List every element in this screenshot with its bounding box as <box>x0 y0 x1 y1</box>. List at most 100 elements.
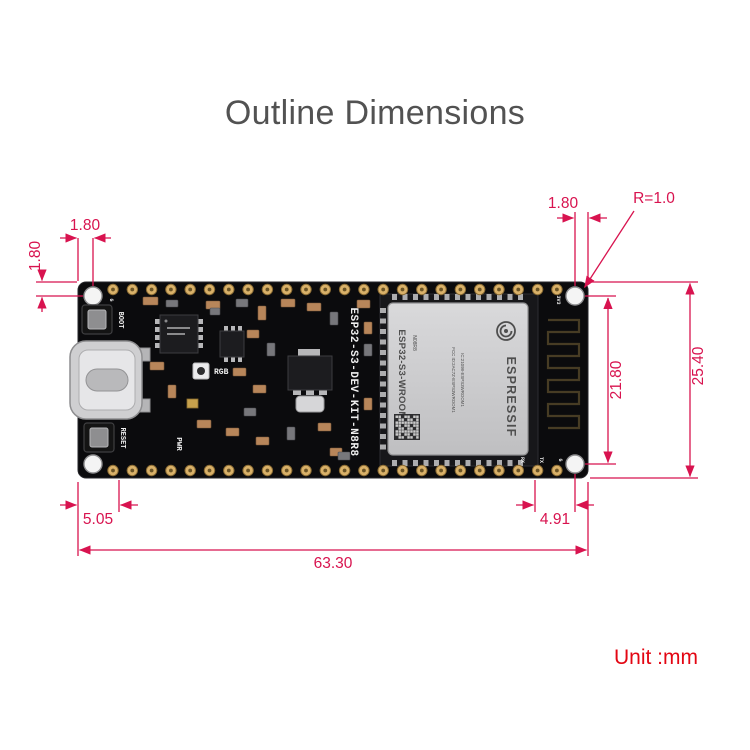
smd-component <box>243 407 257 417</box>
castellation-pad <box>507 460 513 466</box>
chip-pin <box>319 390 327 395</box>
pin-hole <box>362 468 366 473</box>
module-brand-label: ESPRESSIF <box>504 357 518 438</box>
castellation-pad <box>497 294 502 300</box>
pin-hole <box>188 287 193 292</box>
castellation-pad <box>413 460 418 466</box>
datamatrix-cell <box>398 424 401 427</box>
datamatrix-cell <box>407 424 410 427</box>
chip-pin <box>238 357 242 362</box>
pin-hole <box>458 468 463 473</box>
smd-component <box>149 361 165 371</box>
dim-hole-pitch: 21.80 <box>608 360 625 399</box>
chip-marking <box>167 327 190 329</box>
datamatrix-cell <box>401 427 404 430</box>
dim-board-width: 63.30 <box>314 555 353 572</box>
chip-pin <box>198 319 203 324</box>
logo-swirl <box>499 324 513 338</box>
module-castellations <box>380 294 523 466</box>
smd-component <box>317 422 332 432</box>
datamatrix-cell <box>404 421 407 424</box>
regulator-tab <box>298 349 320 356</box>
pin-hole <box>149 468 154 473</box>
pin-hole <box>111 468 115 473</box>
chip-pin <box>224 357 228 362</box>
pin-hole <box>362 287 366 292</box>
pin-hole <box>265 287 270 292</box>
smd-component <box>246 329 260 339</box>
dim-board-height: 25.40 <box>690 346 707 385</box>
smd-component <box>167 384 177 399</box>
castellation-pad <box>380 318 386 324</box>
datamatrix-cell <box>398 415 401 418</box>
castellation-pad <box>465 294 471 300</box>
smd-component <box>235 298 249 308</box>
pin-hole <box>207 287 212 292</box>
datamatrix-cell <box>416 427 419 430</box>
pin-hole <box>226 287 231 292</box>
chip-pin <box>238 326 242 331</box>
datamatrix-cell <box>413 421 416 424</box>
datamatrix-cell <box>404 415 407 418</box>
pin-label-3v3: 3V3 <box>555 295 561 304</box>
rgb-led <box>192 362 210 380</box>
esp32-module: ESP32-S3-WROOM-1 N08R8 FCC ID:2AC7Z-ESPS… <box>379 293 539 467</box>
module-datamatrix <box>394 414 420 440</box>
logo-outer-ring <box>496 321 516 341</box>
pin-hole <box>477 468 482 473</box>
castellation-pad <box>380 444 386 450</box>
datamatrix-cells <box>395 415 419 439</box>
pin-hole <box>246 287 251 292</box>
datamatrix-cell <box>395 415 398 418</box>
pin-hole <box>265 468 270 473</box>
dim-bottom-left: 5.05 <box>83 511 113 528</box>
mounting-hole-bottom-right <box>565 454 585 474</box>
smd-component <box>286 426 296 441</box>
datamatrix-cell <box>410 436 413 439</box>
dim-top-left: 1.80 <box>70 217 101 234</box>
chip-pin <box>198 327 203 332</box>
usb-c-connector <box>69 340 151 420</box>
espressif-logo-icon <box>496 321 516 341</box>
pin-hole <box>439 468 443 473</box>
chip-pin <box>306 390 314 395</box>
datamatrix-cell <box>416 415 419 418</box>
module-name-label: ESP32-S3-WROOM-1 <box>396 329 407 429</box>
castellation-pad <box>465 460 471 466</box>
datamatrix-cell <box>407 433 410 436</box>
castellation-pad <box>380 423 386 429</box>
chip-pin1-dot <box>164 319 168 323</box>
chip-pin <box>231 326 235 331</box>
datamatrix-cell <box>401 430 404 433</box>
castellation-pad <box>476 460 481 466</box>
dim-corner-radius: R=1.0 <box>633 190 675 207</box>
smd-component <box>209 307 221 316</box>
datamatrix-cell <box>410 418 413 421</box>
castellation-pad <box>380 371 386 376</box>
chip-pin <box>155 335 160 340</box>
module-variant-label: N08R8 <box>411 335 417 351</box>
chip-pin <box>155 343 160 348</box>
datamatrix-cell <box>407 418 410 421</box>
smd-component <box>196 419 212 429</box>
datamatrix-cell <box>416 424 419 427</box>
reset-button-cap <box>89 427 109 448</box>
castellation-pad <box>380 308 386 313</box>
pin-hole <box>381 287 386 292</box>
castellation-pad <box>392 294 397 300</box>
datamatrix-cell <box>404 433 407 436</box>
smd-component <box>306 302 322 312</box>
castellation-pad <box>434 460 439 466</box>
datamatrix-cell <box>395 424 398 427</box>
pin-hole <box>207 468 212 473</box>
antenna-meander <box>546 318 581 430</box>
smd-component <box>280 298 296 308</box>
datamatrix-cell <box>416 436 419 439</box>
module-ic-label: IC:21098-ESPS3WROOM1 <box>460 353 465 407</box>
mounting-hole-top-left <box>83 286 103 306</box>
pin-hole <box>149 287 154 292</box>
chip-pin <box>224 326 228 331</box>
smd-component <box>329 311 339 326</box>
smd-component <box>255 436 270 446</box>
datamatrix-cell <box>407 430 410 433</box>
